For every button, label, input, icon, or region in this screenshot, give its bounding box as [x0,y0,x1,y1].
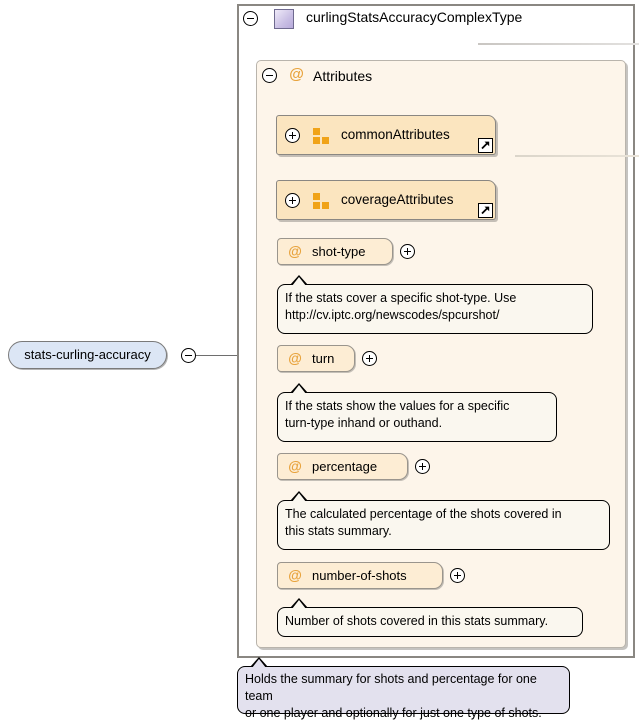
attribute-group-coverage-attributes[interactable]: coverageAttributes [276,180,496,220]
attribute-shot-type[interactable]: @ shot-type [277,238,393,265]
external-link-arrow-icon[interactable] [478,203,493,218]
at-symbol-icon: @ [288,243,302,259]
attribute-turn[interactable]: @ turn [277,345,355,372]
attribute-group-icon [313,128,331,144]
documentation-number-of-shots: Number of shots covered in this stats su… [277,598,583,637]
at-symbol-icon: @ [288,567,302,583]
complex-type-icon [274,9,294,29]
minus-circle-icon[interactable] [181,348,196,363]
at-symbol-icon: @ [288,458,302,474]
attributes-title: Attributes [313,68,373,84]
at-symbol-icon: @ [289,66,304,83]
external-link-arrow-icon[interactable] [478,138,493,153]
element-label: stats-curling-accuracy [24,347,151,362]
minus-circle-icon[interactable] [262,68,277,83]
complex-type-divider [478,43,639,45]
element-stats-curling-accuracy[interactable]: stats-curling-accuracy [8,341,167,369]
plus-circle-icon[interactable] [285,128,300,143]
attribute-name: shot-type [312,244,366,259]
attribute-group-common-attributes[interactable]: commonAttributes [276,115,496,155]
at-symbol-icon: @ [288,350,302,366]
documentation-percentage: The calculated percentage of the shots c… [277,491,610,550]
documentation-complex-type: Holds the summary for shots and percenta… [237,657,570,720]
attributes-divider [515,155,639,157]
documentation-shot-type: If the stats cover a specific shot-type.… [277,275,593,334]
attribute-name: turn [312,351,335,366]
plus-circle-icon[interactable] [400,244,415,259]
attribute-group-icon [313,193,331,209]
attribute-percentage[interactable]: @ percentage [277,453,408,480]
minus-circle-icon[interactable] [243,11,258,26]
attribute-name: percentage [312,459,378,474]
attribute-group-label: coverageAttributes [341,192,454,207]
attribute-number-of-shots[interactable]: @ number-of-shots [277,562,443,589]
attribute-name: number-of-shots [312,568,407,583]
documentation-turn: If the stats show the values for a speci… [277,383,557,442]
complex-type-title: curlingStatsAccuracyComplexType [306,9,523,25]
plus-circle-icon[interactable] [285,193,300,208]
connector-line [196,355,238,356]
attribute-group-label: commonAttributes [341,127,450,142]
plus-circle-icon[interactable] [450,568,465,583]
plus-circle-icon[interactable] [415,459,430,474]
plus-circle-icon[interactable] [362,351,377,366]
